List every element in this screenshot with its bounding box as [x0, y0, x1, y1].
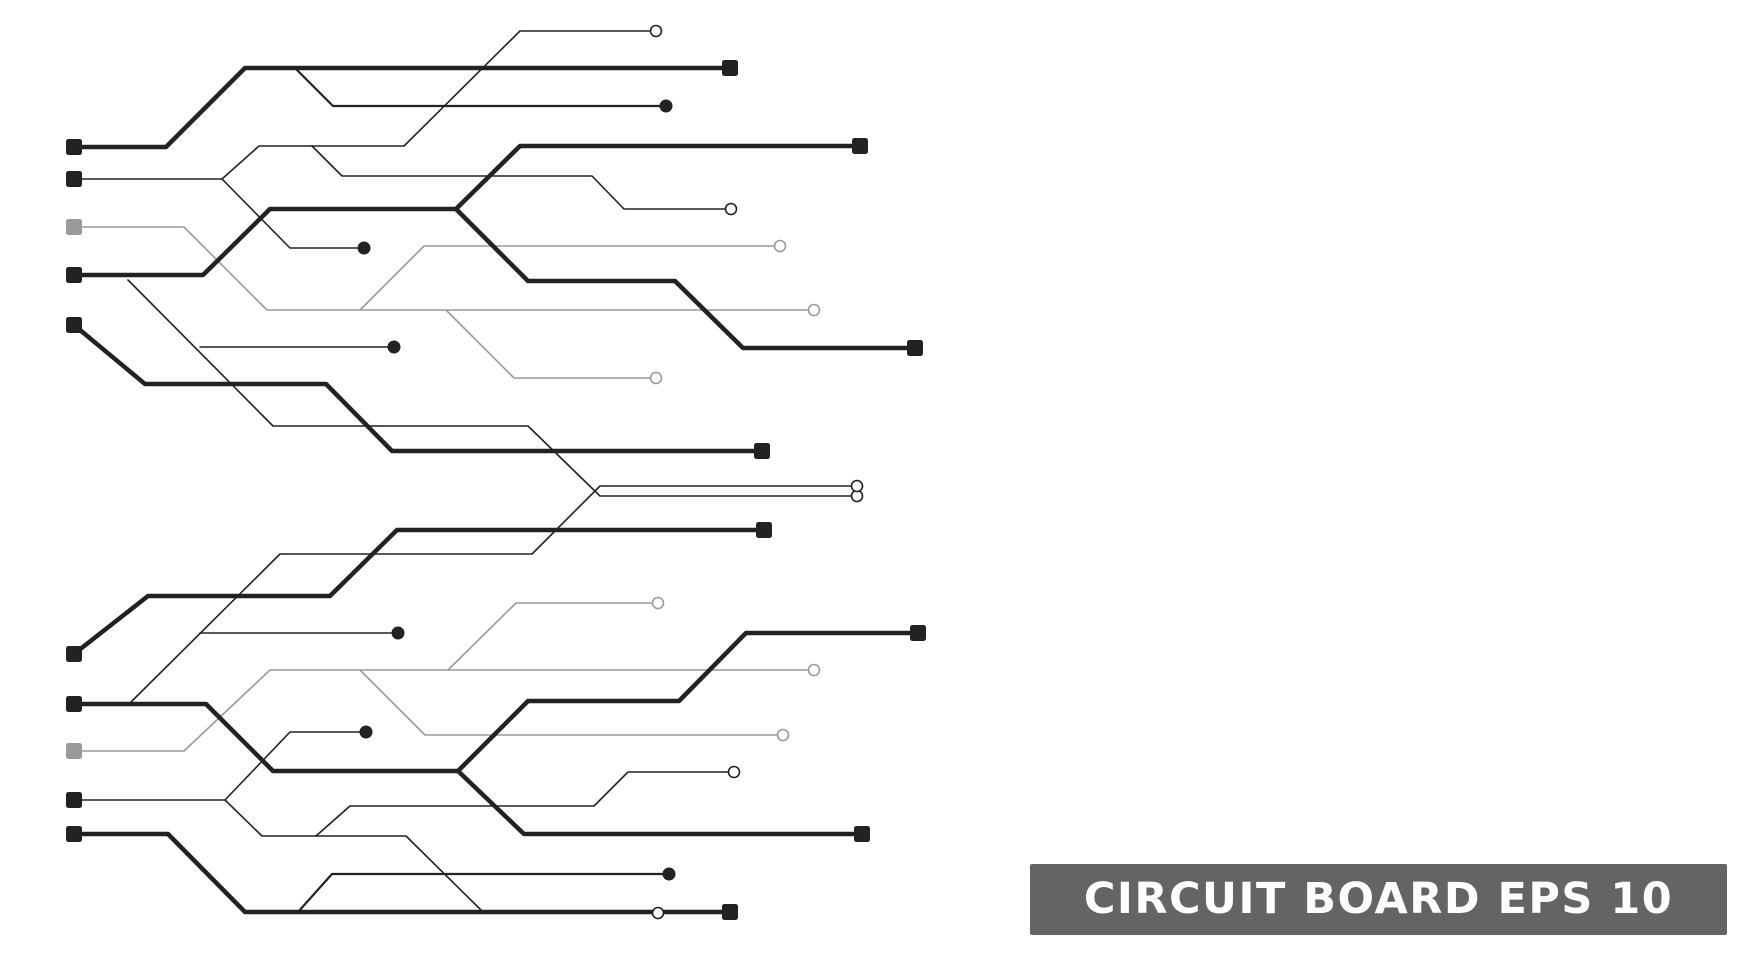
hollow-via-icon — [773, 239, 787, 253]
square-pad-icon — [722, 60, 738, 76]
circuit-trace — [311, 145, 732, 210]
hollow-via-icon — [651, 596, 665, 610]
circuit-trace — [73, 669, 815, 752]
hollow-via-icon — [776, 728, 790, 742]
hollow-via-icon — [807, 663, 821, 677]
square-pad-icon — [907, 340, 923, 356]
circuit-trace — [447, 602, 659, 671]
square-pad-icon — [66, 743, 82, 759]
circuit-trace — [71, 630, 921, 774]
circuit-trace — [71, 831, 733, 915]
square-pad-icon — [66, 792, 82, 808]
circuit-trace — [71, 65, 733, 150]
circuit-trace — [224, 799, 659, 914]
hollow-via-icon — [651, 906, 665, 920]
circuit-trace — [129, 485, 858, 704]
hollow-via-icon — [649, 24, 663, 38]
square-pad-icon — [852, 138, 868, 154]
circuit-trace — [73, 226, 815, 311]
hollow-via-icon — [807, 303, 821, 317]
solid-via-icon — [659, 99, 673, 113]
circuit-trace — [71, 143, 863, 278]
circuit-trace — [73, 731, 367, 801]
square-pad-icon — [66, 696, 82, 712]
circuit-trace — [359, 669, 784, 736]
square-pad-icon — [754, 443, 770, 459]
solid-via-icon — [391, 626, 405, 640]
hollow-via-icon — [727, 765, 741, 779]
circuit-trace — [127, 279, 858, 497]
circuit-trace — [221, 178, 365, 249]
hollow-via-icon — [649, 371, 663, 385]
circuit-trace — [296, 872, 671, 914]
banner-label: CIRCUIT BOARD EPS 10 — [1083, 874, 1674, 924]
circuit-trace — [73, 30, 657, 180]
solid-via-icon — [387, 340, 401, 354]
hollow-via-icon — [850, 479, 864, 493]
solid-via-icon — [662, 867, 676, 881]
square-pad-icon — [756, 522, 772, 538]
square-pad-icon — [66, 219, 82, 235]
circuit-board-banner: CIRCUIT BOARD EPS 10 — [1030, 864, 1727, 935]
circuit-trace — [293, 66, 668, 108]
circuit-trace — [445, 309, 657, 379]
circuit-trace — [453, 206, 918, 351]
square-pad-icon — [910, 625, 926, 641]
square-pad-icon — [66, 646, 82, 662]
square-pad-icon — [854, 826, 870, 842]
solid-via-icon — [359, 725, 373, 739]
square-pad-icon — [66, 317, 82, 333]
square-pad-icon — [66, 171, 82, 187]
hollow-via-icon — [724, 202, 738, 216]
circuit-trace — [455, 768, 865, 837]
square-pad-icon — [722, 904, 738, 920]
circuit-trace — [359, 245, 781, 311]
solid-via-icon — [357, 241, 371, 255]
circuit-trace — [315, 771, 735, 837]
square-pad-icon — [66, 139, 82, 155]
circuit-trace — [71, 527, 767, 657]
square-pad-icon — [66, 826, 82, 842]
circuit-trace — [71, 322, 765, 454]
square-pad-icon — [66, 267, 82, 283]
